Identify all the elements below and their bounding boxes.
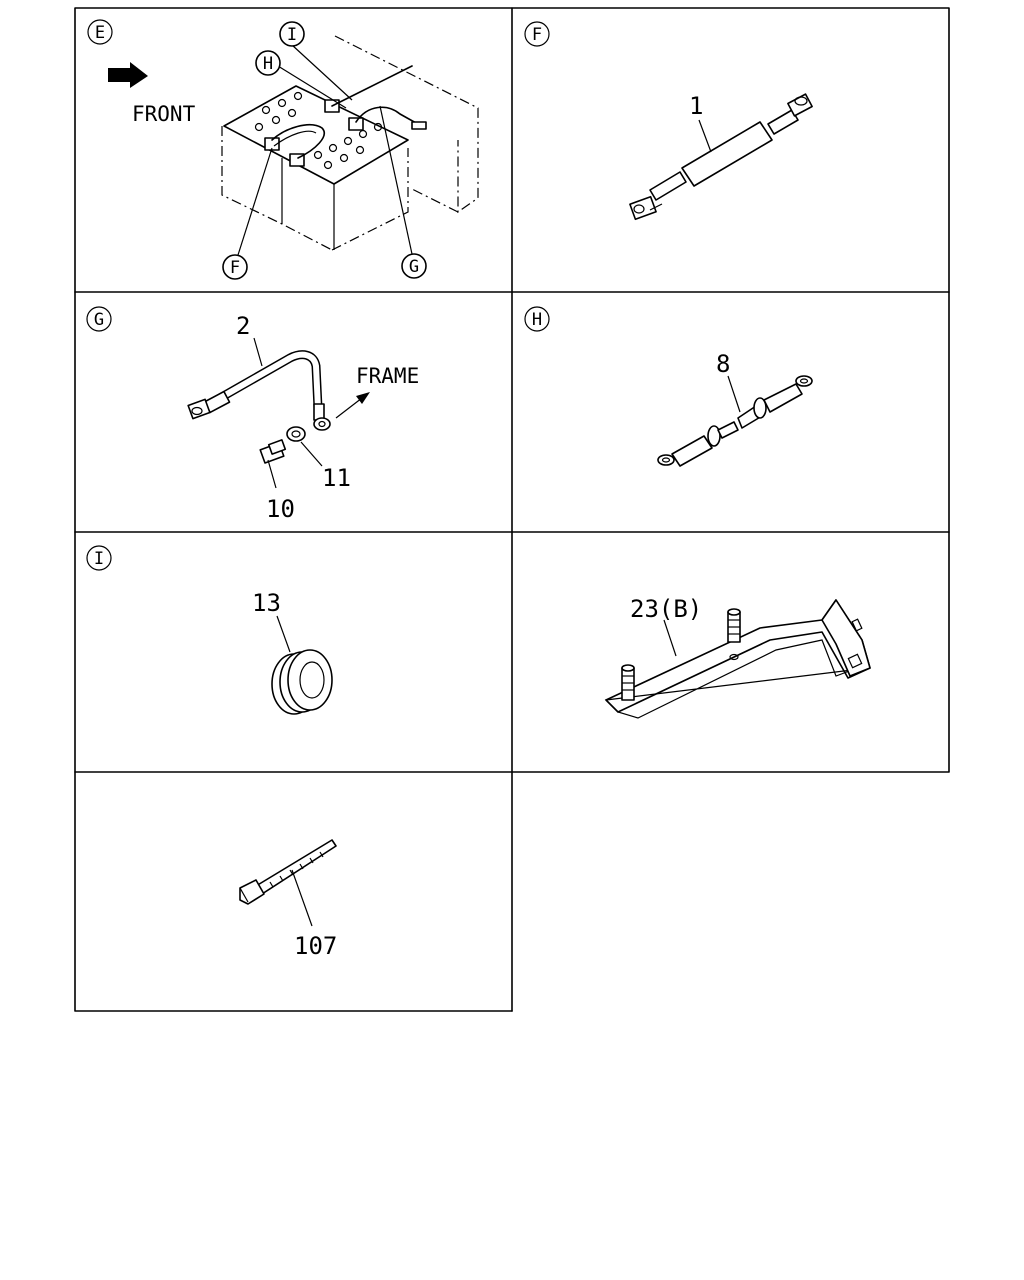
callout-i-circle — [279, 21, 305, 47]
cable-h-run — [331, 65, 413, 107]
cable-g-end — [411, 121, 427, 130]
panel-h-letter-circle — [524, 306, 550, 332]
cable-g-run — [355, 106, 426, 129]
panel-i-letter: I — [94, 549, 104, 569]
part-2-label: 2 — [236, 312, 250, 340]
washer-icon — [286, 426, 306, 442]
cable-f-loop — [271, 124, 325, 159]
callout-h-leader — [277, 65, 347, 109]
part-11-label: 11 — [322, 464, 351, 492]
callout-g-circle — [401, 253, 427, 279]
panel-cable-tie: 107 — [239, 839, 337, 960]
washer-hole — [291, 430, 301, 438]
body-outline-dashed — [334, 35, 479, 214]
callout-f-label: F — [230, 258, 240, 278]
part-10-leader — [267, 459, 277, 489]
frame-arrow-shaft — [335, 397, 363, 419]
part-107-leader — [291, 869, 313, 927]
panel-f-letter: F — [532, 25, 542, 45]
panel-h-letter: H — [532, 310, 542, 330]
part-1-label: 1 — [689, 92, 703, 120]
cable-f-loop-inner — [273, 130, 317, 147]
part-8-leader — [727, 375, 741, 413]
part-2-leader — [253, 337, 263, 367]
part-1-leader — [698, 119, 712, 153]
panel-e-letter-circle — [87, 19, 113, 45]
panel-g-letter-circle — [86, 306, 112, 332]
callout-f-circle — [222, 254, 248, 280]
panel-f-letter-circle — [524, 21, 550, 47]
front-label: FRONT — [132, 102, 196, 126]
frame-arrow-icon — [356, 392, 370, 404]
cable-tie-icon — [239, 839, 337, 905]
battery-cable-negative-icon — [187, 350, 331, 431]
callout-i-leader — [291, 44, 353, 101]
panel-h-harness-cable: H 8 — [524, 306, 813, 467]
callout-h-label: H — [263, 54, 273, 74]
part-107-label: 107 — [294, 932, 337, 960]
part-13-leader — [276, 615, 291, 653]
bracket-stud-right — [727, 608, 741, 643]
terminal-clamp-front — [348, 117, 364, 131]
battery-terminal-positive — [264, 137, 280, 151]
part-23b-leader — [663, 619, 677, 657]
part-23b-label: 23(B) — [630, 595, 702, 623]
panel-g-negative-cable: G FRAME 2 10 11 — [86, 306, 419, 523]
panel-bracket: 23(B) — [604, 595, 871, 719]
battery-cable-positive-icon — [629, 93, 813, 221]
callout-i-label: I — [287, 25, 297, 45]
panel-e-letter: E — [95, 23, 105, 43]
part-10-label: 10 — [266, 495, 295, 523]
callout-f-leader — [237, 147, 273, 256]
front-arrow-icon — [108, 62, 148, 88]
callout-g-leader — [379, 105, 413, 255]
part-11-leader — [300, 441, 323, 467]
grid-outline-bottom — [74, 771, 513, 1012]
bracket-stud-left — [621, 664, 635, 701]
callout-g-label: G — [409, 257, 419, 277]
battery-top — [223, 85, 409, 185]
callout-h-circle — [255, 50, 281, 76]
bracket-icon — [604, 599, 871, 719]
panel-i-grommet: I 13 — [86, 545, 333, 715]
battery-tray-dashed-2 — [331, 148, 409, 251]
frame-label: FRAME — [356, 364, 419, 388]
panel-g-letter: G — [94, 310, 104, 330]
grommet-icon — [271, 649, 333, 715]
part-13-label: 13 — [252, 589, 281, 617]
body-outline-dashed-2 — [409, 187, 459, 213]
harness-cable-icon — [657, 375, 813, 467]
panel-f-positive-cable: F 1 — [524, 21, 813, 221]
part-8-label: 8 — [716, 350, 730, 378]
panel-e-battery-overview: E FRONT — [87, 19, 479, 280]
bolt-icon — [259, 439, 287, 464]
panel-grid — [74, 7, 950, 1012]
panel-i-letter-circle — [86, 545, 112, 571]
